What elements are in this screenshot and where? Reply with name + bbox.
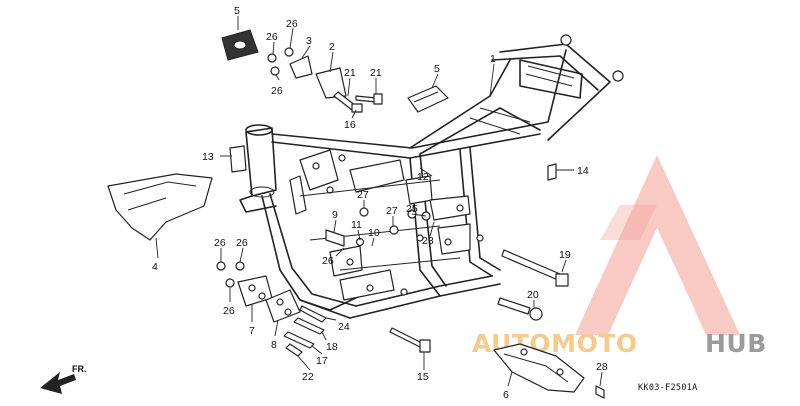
part-bracket-6 <box>493 343 585 393</box>
callout-13: 13 <box>202 151 214 163</box>
callout-9: 9 <box>332 209 338 221</box>
callout-26-top-left: 26 <box>266 31 278 43</box>
part-bolt-15 <box>389 327 431 353</box>
part-collars-top <box>267 47 294 76</box>
callout-7: 7 <box>249 325 255 337</box>
watermark-triangle-icon <box>575 155 740 335</box>
callout-28: 28 <box>596 361 608 373</box>
callout-1: 1 <box>490 53 496 65</box>
part-bolts-lower-left <box>283 305 327 357</box>
callout-12: 12 <box>417 171 429 183</box>
drawing-code: KK03-F2501A <box>638 383 698 393</box>
watermark-logo: AUTOMOTO HUB <box>472 155 767 358</box>
part-cushion-right <box>407 85 449 113</box>
front-arrow-icon <box>40 372 76 394</box>
part-cushion-left <box>221 29 259 61</box>
callout-26-center: 26 <box>322 255 334 267</box>
callout-16: 16 <box>344 119 356 131</box>
callout-26-mid: 26 <box>271 85 283 97</box>
callout-15: 15 <box>417 371 429 383</box>
callout-2: 2 <box>329 41 335 53</box>
callout-25: 25 <box>406 203 418 215</box>
part-bolts-21-16 <box>333 91 383 113</box>
leader-lines <box>155 16 603 387</box>
callout-21-right: 21 <box>370 67 382 79</box>
part-bracket-2 <box>315 67 347 99</box>
part-bracket-3 <box>289 55 313 79</box>
callout-5-top: 5 <box>234 5 240 17</box>
callout-26-lower: 26 <box>223 305 235 317</box>
callout-20: 20 <box>527 289 539 301</box>
callout-22: 22 <box>302 371 314 383</box>
watermark-brand-part2: HUB <box>705 329 767 358</box>
callout-26-left-a: 26 <box>214 237 226 249</box>
callout-23: 23 <box>422 235 434 247</box>
callout-8: 8 <box>271 339 277 351</box>
callout-27-right: 27 <box>386 205 398 217</box>
part-bolt-28 <box>595 385 605 399</box>
part-bolt-20 <box>497 297 543 321</box>
callout-27-left: 27 <box>357 189 369 201</box>
callout-4: 4 <box>152 261 158 273</box>
callout-6: 6 <box>503 389 509 401</box>
callout-18: 18 <box>326 341 338 353</box>
front-direction-arrow: FR. <box>40 364 87 394</box>
callout-3: 3 <box>306 35 312 47</box>
callout-5-right: 5 <box>434 63 440 75</box>
callout-26-left-b: 26 <box>236 237 248 249</box>
callout-24: 24 <box>338 321 350 333</box>
callout-17: 17 <box>316 355 328 367</box>
callout-21-left: 21 <box>344 67 356 79</box>
callout-19: 19 <box>559 249 571 261</box>
part-plate-13 <box>229 145 247 173</box>
part-collars-left <box>216 261 245 288</box>
main-frame-drawing <box>239 34 624 319</box>
callout-10: 10 <box>368 227 380 239</box>
part-plate-8 <box>265 289 301 323</box>
front-direction-label: FR. <box>72 364 87 374</box>
callout-11: 11 <box>351 219 362 231</box>
part-shroud-4 <box>107 173 213 241</box>
callout-14: 14 <box>577 165 589 177</box>
part-collar-14 <box>547 163 557 181</box>
callout-26-top-right: 26 <box>286 18 298 30</box>
callout-labels: 5 26 26 3 2 26 21 21 16 5 1 13 12 14 27 … <box>152 5 608 401</box>
part-bolt-19 <box>501 249 569 287</box>
